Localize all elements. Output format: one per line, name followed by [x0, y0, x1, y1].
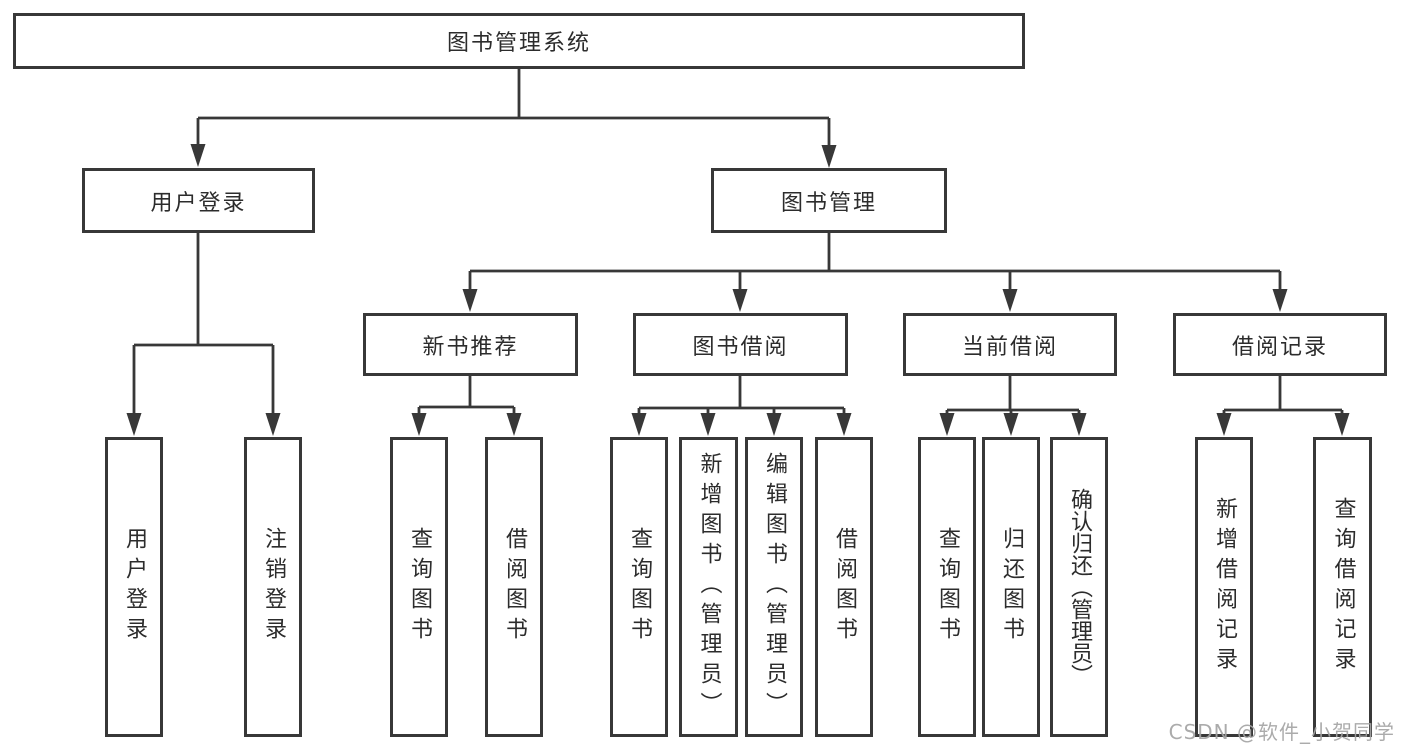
leaf-query-books-borrow: 查询图书	[610, 437, 668, 737]
leaf-query-books-current: 查询图书	[918, 437, 976, 737]
leaf-return-book: 归还图书	[982, 437, 1040, 737]
node-user-login-label: 用户登录	[150, 190, 247, 216]
leaf-query-books-recommend: 查询图书	[390, 437, 448, 737]
leaf-logout: 注销登录	[244, 437, 302, 737]
watermark: CSDN @软件_小贺同学	[1168, 720, 1395, 744]
node-current-borrow: 当前借阅	[903, 313, 1117, 376]
leaf-user-login: 用户登录	[105, 437, 163, 737]
arrowheads	[126, 144, 1350, 436]
node-user-login: 用户登录	[82, 168, 315, 233]
leaf-add-borrow-record: 新增借阅记录	[1195, 437, 1253, 737]
node-book-management: 图书管理	[711, 168, 947, 233]
leaf-borrow-books-recommend: 借阅图书	[485, 437, 543, 737]
node-borrow-records-label: 借阅记录	[1231, 334, 1328, 360]
leaf-query-borrow-record: 查询借阅记录	[1313, 437, 1372, 737]
node-system-root-label: 图书管理系统	[446, 31, 591, 56]
node-book-borrow-label: 图书借阅	[692, 334, 789, 360]
node-book-borrow: 图书借阅	[633, 313, 848, 376]
leaf-edit-book-admin: 编辑图书（管理员）	[745, 437, 803, 737]
node-book-management-label: 图书管理	[780, 190, 877, 216]
leaf-add-book-admin: 新增图书（管理员）	[679, 437, 738, 737]
node-current-borrow-label: 当前借阅	[961, 334, 1058, 360]
node-new-book-recommend-label: 新书推荐	[422, 334, 519, 360]
leaf-confirm-return-admin: 确认归还（管理员）	[1050, 437, 1108, 737]
node-new-book-recommend: 新书推荐	[363, 313, 578, 376]
node-borrow-records: 借阅记录	[1173, 313, 1387, 376]
leaf-borrow-books-module: 借阅图书	[815, 437, 873, 737]
node-system-root: 图书管理系统	[13, 13, 1025, 69]
